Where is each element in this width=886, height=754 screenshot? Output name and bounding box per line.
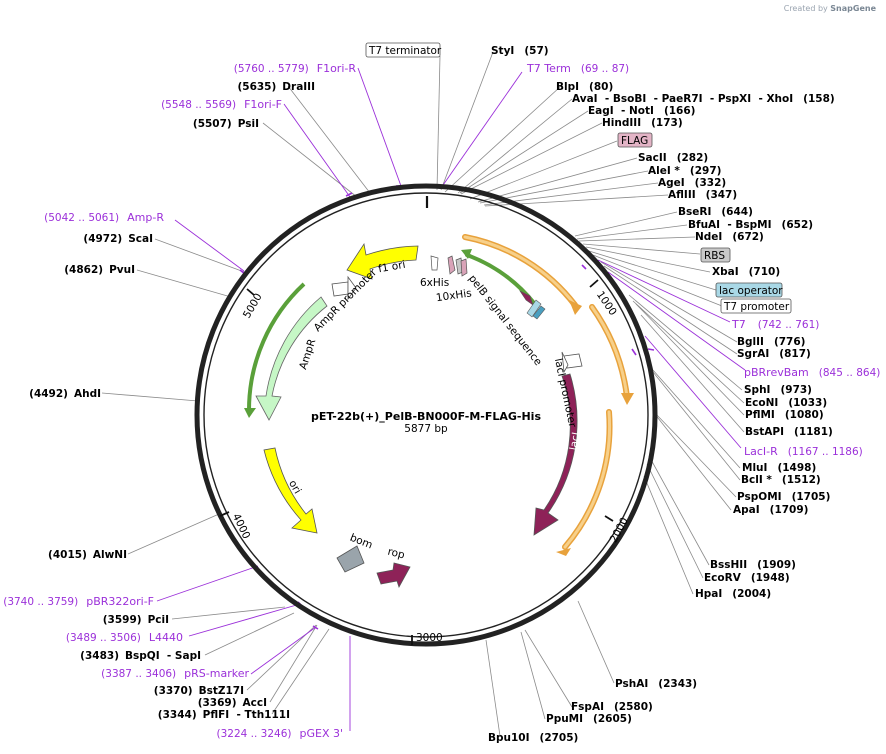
site-styi: StyI(57) — [491, 45, 549, 57]
site-pshai: PshAI(2343) — [615, 678, 697, 690]
label-rbs: RBS — [704, 250, 725, 262]
site-xbai: XbaI(710) — [712, 266, 780, 278]
label-ampr: AmpR — [297, 338, 318, 372]
site-bseri: BseRI(644) — [678, 206, 753, 218]
label-t7-terminator: T7 terminator — [368, 45, 442, 57]
snapgene-watermark: Created by SnapGene — [784, 4, 876, 13]
boxed-feature-labels: T7 terminator FLAG RBS lac operator T7 p… — [365, 42, 792, 314]
primer-labels: T7 Term(69 .. 87) T7(742 .. 761) pBRrevB… — [3, 62, 880, 740]
site-ndei: NdeI(672) — [695, 231, 764, 243]
feature-bom: bom — [336, 532, 374, 573]
site-hindiii: HindIII(173) — [602, 117, 683, 129]
tick-3000: 3000 — [416, 632, 443, 644]
site-draiii: (5635)DraIII — [237, 81, 315, 93]
site-fspai: FspAI(2580) — [571, 701, 653, 713]
primer-amp-r: (5042 .. 5061)Amp-R — [44, 211, 164, 224]
feature-f1-ori: f1 ori — [346, 242, 419, 280]
site-ecorv: EcoRV(1948) — [704, 572, 790, 584]
primer-site-marks — [239, 185, 655, 633]
plasmid-title: pET-22b(+)_PelB-BN000F-M-FLAG-His 5877 b… — [311, 410, 541, 435]
site-sphi: SphI(973) — [744, 384, 812, 396]
site-bcli: BclI *(1512) — [741, 474, 821, 486]
feature-his-tags: 6xHis 10xHis — [420, 255, 472, 304]
feature-laci: lacI — [533, 373, 583, 536]
label-laci: lacI — [568, 431, 583, 451]
label-f1-ori: f1 ori — [377, 259, 406, 276]
primer-prs-marker: (3387 .. 3406)pRS-marker — [101, 667, 249, 680]
label-lac-operator: lac operator — [719, 285, 783, 297]
primer-pgex3: (3224 .. 3246)pGEX 3' — [216, 727, 343, 740]
site-ppumi: PpuMI(2605) — [546, 713, 632, 725]
plasmid-name: pET-22b(+)_PelB-BN000F-M-FLAG-His — [311, 410, 541, 423]
feature-ori: ori — [263, 447, 318, 534]
site-blpi: BlpI(80) — [556, 81, 613, 93]
primer-leader-lines — [156, 67, 746, 731]
site-eagi-noti: EagI - NotI(166) — [588, 105, 695, 117]
site-sacii: SacII(282) — [638, 152, 708, 164]
tick-5000: 5000 — [241, 291, 265, 320]
label-t7-promoter: T7 promoter — [723, 301, 790, 313]
primer-pbr322ori-f: (3740 .. 3759)pBR322ori-F — [3, 595, 154, 608]
watermark-brand: SnapGene — [830, 4, 876, 13]
site-bglii: BglII(776) — [737, 336, 805, 348]
feature-pelb-signal-sequence: pelB signal sequence — [466, 273, 546, 368]
primer-f1ori-f: (5548 .. 5569)F1ori-F — [161, 98, 282, 111]
site-pspomi: PspOMI(1705) — [737, 491, 830, 503]
t7-arc-2 — [589, 304, 630, 400]
site-bsshii: BssHII(1909) — [710, 559, 796, 571]
site-alwni: (4015)AlwNI — [48, 549, 127, 561]
site-econi: EcoNI(1033) — [745, 397, 827, 409]
site-bstapi: BstAPI(1181) — [745, 426, 833, 438]
feature-laci-promoter: lacI promoter — [552, 351, 583, 429]
site-scai: (4972)ScaI — [83, 233, 153, 245]
site-apai: ApaI(1709) — [733, 504, 808, 516]
label-bom: bom — [348, 532, 374, 552]
label-rop: rop — [386, 546, 406, 562]
label-flag: FLAG — [621, 135, 648, 147]
site-bstz17i: (3370)BstZ17I — [154, 685, 244, 697]
feature-rop: rop — [376, 546, 411, 588]
primer-f1ori-r: (5760 .. 5779)F1ori-R — [234, 62, 357, 75]
label-ori: ori — [286, 478, 303, 496]
plasmid-size: 5877 bp — [404, 423, 448, 435]
site-ahdi: (4492)AhdI — [29, 388, 101, 400]
site-afliii: AflIII(347) — [668, 189, 737, 201]
primer-laci-r: LacI-R(1167 .. 1186) — [744, 445, 863, 458]
site-hpai: HpaI(2004) — [695, 588, 771, 600]
site-pvui: (4862)PvuI — [64, 264, 135, 276]
label-6xhis: 6xHis — [420, 277, 449, 289]
t7-expression-arcs — [461, 234, 634, 556]
primer-t7-term: T7 Term(69 .. 87) — [526, 62, 629, 75]
site-pflfi-tth111i: (3344)PflFI - Tth111I — [158, 709, 290, 721]
restriction-sites: StyI(57) BlpI(80) AvaI - BsoBI - PaeR7I … — [29, 45, 835, 744]
plasmid-backbone — [194, 183, 658, 647]
site-bfuai-bspmi: BfuAI - BspMI(652) — [688, 219, 813, 231]
site-bpu10i: Bpu10I(2705) — [488, 732, 578, 744]
primer-l4440: (3489 .. 3506)L4440 — [66, 631, 183, 644]
site-mlui: MluI(1498) — [742, 462, 816, 474]
site-sgrai: SgrAI(817) — [737, 348, 811, 360]
primer-t7: T7(742 .. 761) — [731, 318, 819, 331]
primer-pbrrevbam: pBRrevBam(845 .. 864) — [744, 366, 880, 379]
site-agei: AgeI(332) — [658, 177, 726, 189]
site-bspqi-sapi: (3483)BspQI - SapI — [80, 650, 201, 662]
site-pflmi: PflMI(1080) — [745, 409, 824, 421]
label-pelb-signal-sequence: pelB signal sequence — [466, 273, 544, 368]
site-pcii: (3599)PciI — [103, 614, 169, 626]
site-alei: AleI *(297) — [648, 165, 721, 177]
label-10xhis: 10xHis — [435, 287, 472, 304]
site-acci: (3369)AccI — [198, 697, 267, 709]
site-psii: (5507)PsiI — [193, 118, 259, 130]
label-leader-lines — [101, 51, 745, 737]
watermark-created-by: Created by — [783, 4, 828, 13]
t7-arc-1-inner — [463, 235, 577, 307]
site-avai-group: AvaI - BsoBI - PaeR7I - PspXI - XhoI(158… — [572, 93, 835, 105]
